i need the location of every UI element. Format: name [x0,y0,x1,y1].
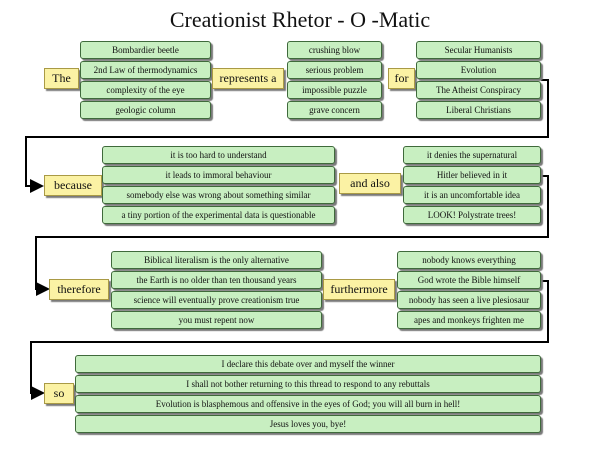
extra-reason-option[interactable]: Hitler believed in it [403,166,541,184]
connector-for: for [388,68,415,89]
flow-line-3 [30,280,549,400]
reason-option[interactable]: it leads to immoral behaviour [102,166,335,184]
target-option[interactable]: The Atheist Conspiracy [416,81,541,99]
further-point-option[interactable]: nobody has seen a live plesiosaur [397,291,541,309]
connector-so: so [44,383,74,404]
ending-option[interactable]: I declare this debate over and myself th… [75,355,541,373]
ending-option[interactable]: Evolution is blasphemous and offensive i… [75,395,541,413]
connector-represents-a: represents a [212,68,284,89]
target-option[interactable]: Evolution [416,61,541,79]
subject-option[interactable]: 2nd Law of thermodynamics [80,61,211,79]
connector-because: because [44,175,102,196]
connector-furthermore: furthermore [323,279,395,300]
ending-option[interactable]: Jesus loves you, bye! [75,415,541,433]
subject-option[interactable]: geologic column [80,101,211,119]
reason-option[interactable]: it is too hard to understand [102,146,335,164]
conclusion-option[interactable]: the Earth is no older than ten thousand … [111,271,322,289]
flow-line-2 [35,175,549,296]
reason-option[interactable]: a tiny portion of the experimental data … [102,206,335,224]
reason-option[interactable]: somebody else was wrong about something … [102,186,335,204]
extra-reason-option[interactable]: it is an uncomfortable idea [403,186,541,204]
problem-option[interactable]: grave concern [287,101,382,119]
further-point-option[interactable]: God wrote the Bible himself [397,271,541,289]
subject-option[interactable]: Bombardier beetle [80,41,211,59]
target-option[interactable]: Liberal Christians [416,101,541,119]
extra-reason-option[interactable]: LOOK! Polystrate trees! [403,206,541,224]
target-option[interactable]: Secular Humanists [416,41,541,59]
further-point-option[interactable]: nobody knows everything [397,251,541,269]
ending-option[interactable]: I shall not bother returning to this thr… [75,375,541,393]
problem-option[interactable]: serious problem [287,61,382,79]
flow-line-1 [25,79,549,193]
connector-therefore: therefore [49,279,109,300]
further-point-option[interactable]: apes and monkeys frighten me [397,311,541,329]
conclusion-option[interactable]: science will eventually prove creationis… [111,291,322,309]
problem-option[interactable]: impossible puzzle [287,81,382,99]
conclusion-option[interactable]: you must repent now [111,311,322,329]
page-title: Creationist Rhetor - O -Matic [169,7,431,32]
subject-option[interactable]: complexity of the eye [80,81,211,99]
problem-option[interactable]: crushing blow [287,41,382,59]
extra-reason-option[interactable]: it denies the supernatural [403,146,541,164]
connector-and-also: and also [339,173,401,194]
conclusion-option[interactable]: Biblical literalism is the only alternat… [111,251,322,269]
connector-the: The [44,68,79,89]
